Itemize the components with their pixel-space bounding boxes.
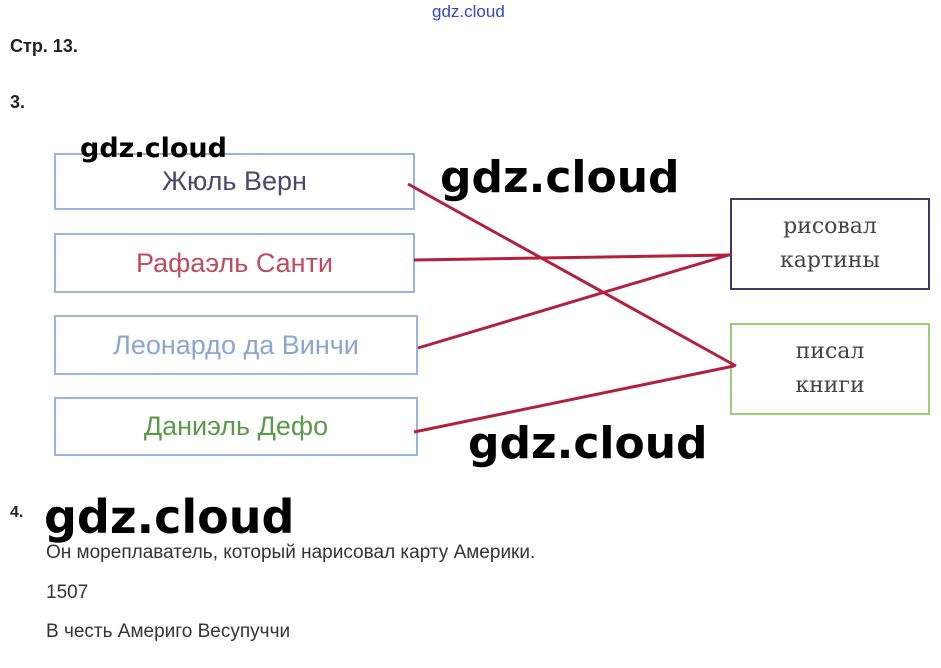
watermark: gdz.cloud — [80, 133, 227, 164]
answer-2: 1507 — [46, 582, 89, 603]
line-defoe-books — [413, 364, 735, 434]
watermark: gdz.cloud — [440, 152, 680, 203]
activity-line: картины — [780, 248, 880, 273]
line-verne-books — [407, 182, 737, 368]
page-label: Стр. 13. — [10, 36, 78, 56]
activity-line: книги — [795, 373, 865, 398]
name-label: Жюль Верн — [162, 166, 307, 196]
name-box-raphael: Рафаэль Санти — [54, 233, 415, 293]
task4-number: 4. — [10, 504, 24, 521]
activity-line: рисовал — [783, 214, 877, 239]
answer-3: В честь Америго Весупуччи — [46, 621, 291, 642]
activity-box-wrote: писал книги — [730, 323, 930, 415]
top-watermark: gdz.cloud — [432, 2, 505, 21]
activity-line: писал — [795, 339, 865, 364]
name-box-leonardo: Леонардо да Винчи — [54, 315, 418, 375]
line-raphael-paint — [413, 253, 731, 262]
answer-1: Он мореплаватель, который нарисовал карт… — [46, 542, 536, 563]
task3-number: 3. — [10, 92, 26, 112]
name-box-verne: Жюль Верн — [54, 153, 415, 210]
watermark: gdz.cloud — [44, 490, 295, 544]
name-label: Леонардо да Винчи — [113, 329, 359, 360]
name-label: Даниэль Дефо — [143, 411, 329, 441]
watermark: gdz.cloud — [468, 418, 708, 469]
name-box-defoe: Даниэль Дефо — [54, 397, 418, 456]
line-leonardo-paint — [417, 252, 733, 350]
name-label: Рафаэль Санти — [135, 247, 334, 278]
activity-box-painted: рисовал картины — [730, 198, 930, 290]
